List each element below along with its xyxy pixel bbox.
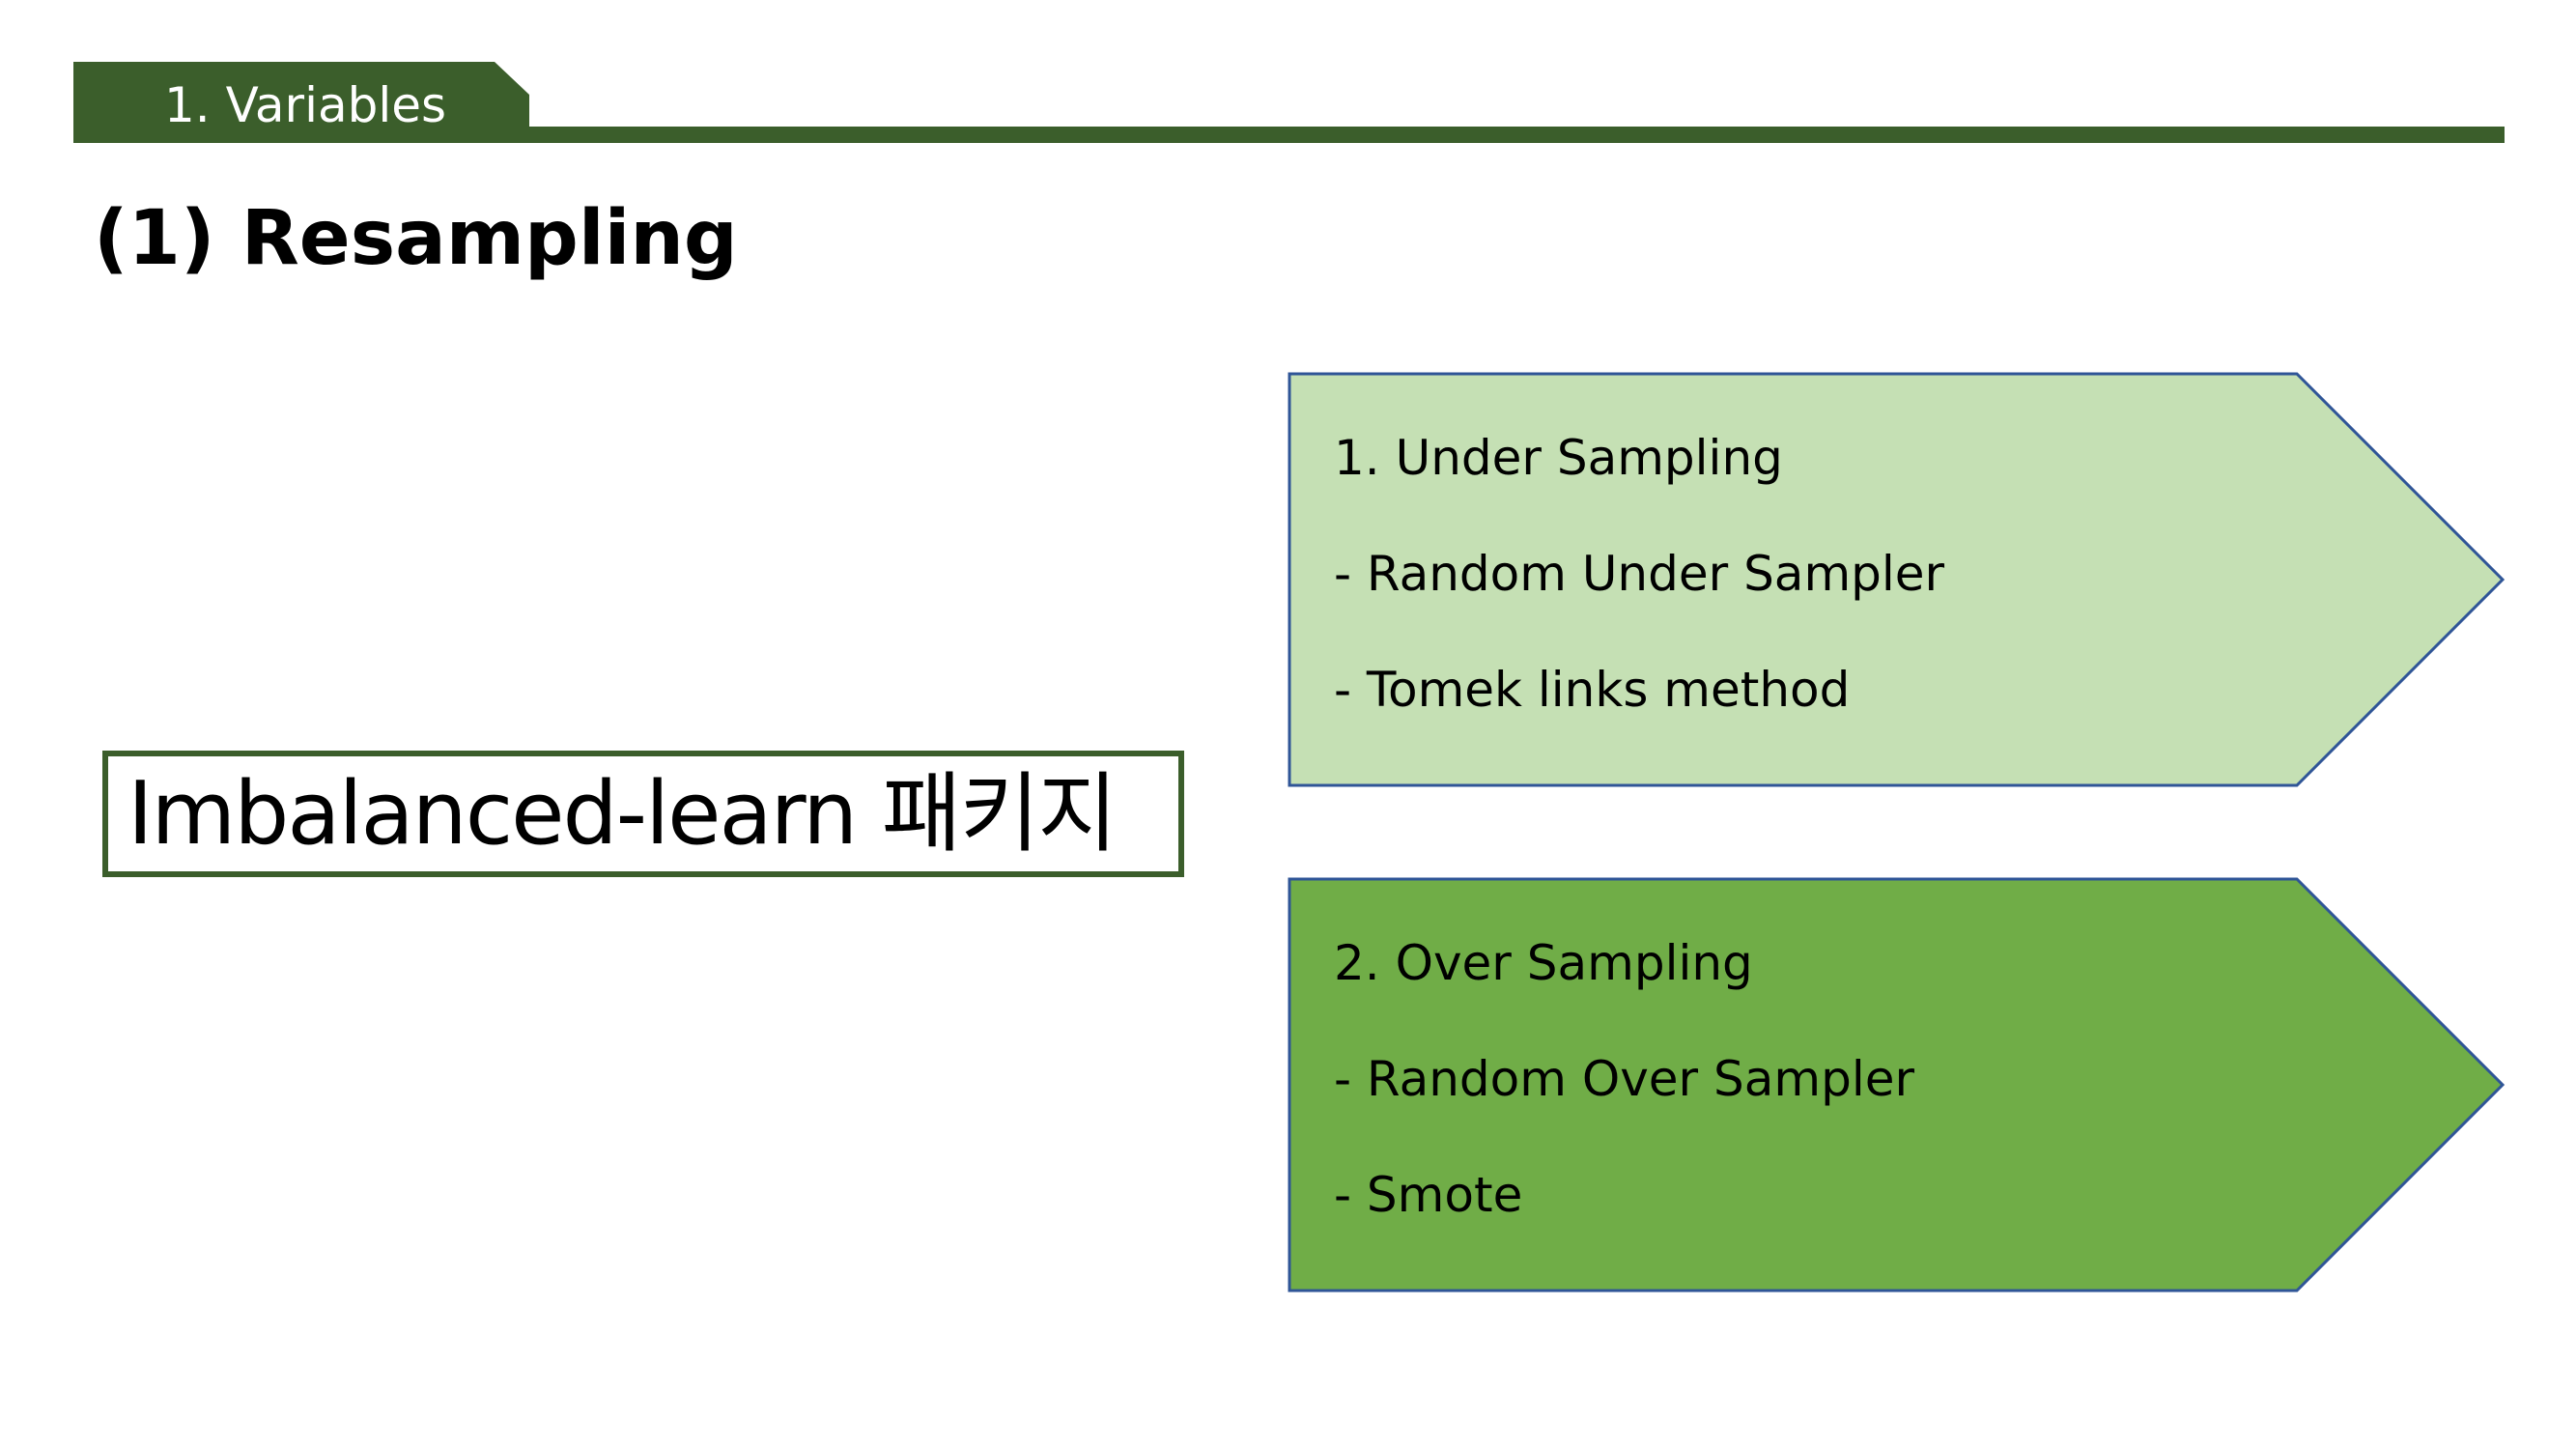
over-sampling-item: - Random Over Sampler [1334,1051,1915,1107]
under-sampling-card: 1. Under Sampling - Random Under Sampler… [1288,372,2506,787]
slide-title: (1) Resampling [94,195,738,282]
package-label: Imbalanced-learn 패키지 [127,763,1118,865]
package-box: Imbalanced-learn 패키지 [102,751,1184,877]
under-sampling-shape [1288,372,2505,787]
under-sampling-item: - Tomek links method [1334,662,1851,718]
header-band: 1. Variables [0,0,2576,155]
under-sampling-heading: 1. Under Sampling [1334,430,1783,486]
over-sampling-item: - Smote [1334,1167,1523,1223]
over-sampling-card: 2. Over Sampling - Random Over Sampler -… [1288,877,2506,1293]
section-label: 1. Variables [164,77,447,133]
over-sampling-shape [1288,877,2505,1293]
header-decoration [73,62,2505,143]
under-sampling-item: - Random Under Sampler [1334,546,1945,602]
over-sampling-heading: 2. Over Sampling [1334,935,1753,991]
